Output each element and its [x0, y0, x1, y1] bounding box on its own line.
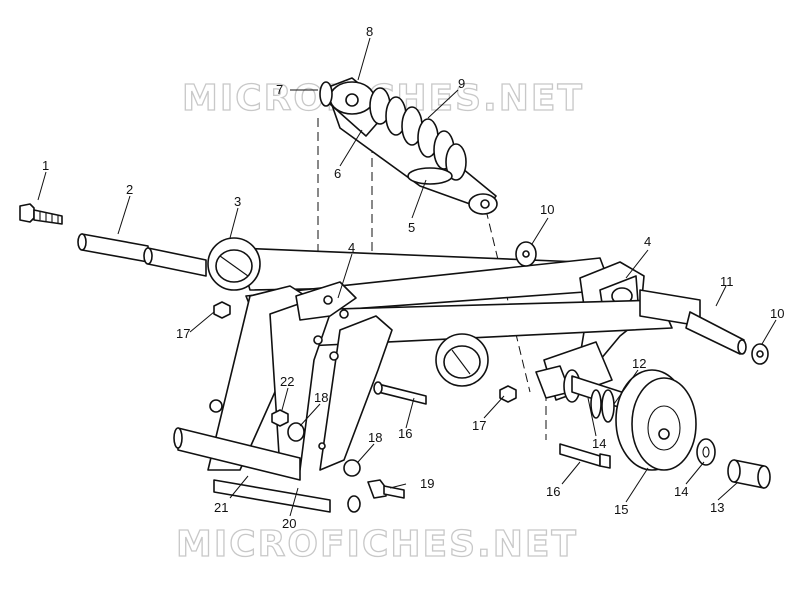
watermark-bottom: MICROFICHES.NET — [176, 524, 578, 565]
callout-19: 19 — [420, 476, 434, 491]
callout-22: 22 — [280, 374, 294, 389]
frame-plates — [173, 281, 393, 513]
front-bolt — [19, 203, 63, 225]
washer-18a — [287, 422, 305, 442]
callout-1: 1 — [42, 158, 49, 173]
callout-18-lower: 18 — [368, 430, 382, 445]
leader-lines — [37, 37, 777, 517]
bolt-16b — [559, 443, 611, 469]
washer-18b — [343, 459, 361, 477]
callout-8: 8 — [366, 24, 373, 39]
callout-16-left: 16 — [398, 426, 412, 441]
bolt-19 — [367, 479, 405, 499]
callout-10-right: 10 — [770, 306, 784, 321]
front-shaft — [77, 233, 207, 277]
rear-shaft — [639, 289, 769, 365]
callout-4-left: 4 — [348, 240, 355, 255]
callout-13: 13 — [710, 500, 724, 515]
washer-top — [515, 241, 537, 267]
callout-9: 9 — [458, 76, 465, 91]
lock-nut-17a — [213, 301, 231, 319]
callout-14-upper: 14 — [592, 436, 606, 451]
callout-16-right: 16 — [546, 484, 560, 499]
lock-nut-17b — [499, 385, 517, 403]
callout-17-left: 17 — [176, 326, 190, 341]
callout-4-right: 4 — [644, 234, 651, 249]
callout-7: 7 — [276, 82, 283, 97]
callout-18-upper: 18 — [314, 390, 328, 405]
idler-wheel — [615, 369, 697, 471]
coil-spring — [369, 87, 467, 185]
callout-11: 11 — [720, 274, 734, 289]
callout-20: 20 — [282, 516, 296, 531]
callout-2: 2 — [126, 182, 133, 197]
callouts: 8 7 9 6 5 1 2 3 10 4 4 11 10 17 12 22 18… — [42, 24, 784, 531]
callout-14-lower: 14 — [674, 484, 688, 499]
callout-5: 5 — [408, 220, 415, 235]
callout-3: 3 — [234, 194, 241, 209]
callout-21: 21 — [214, 500, 228, 515]
callout-6: 6 — [334, 166, 341, 181]
callout-15: 15 — [614, 502, 628, 517]
callout-12: 12 — [632, 356, 646, 371]
callout-10-top: 10 — [540, 202, 554, 217]
bolt-16a — [373, 381, 427, 405]
spacer-13 — [727, 459, 771, 489]
callout-17-right: 17 — [472, 418, 486, 433]
rear-arm — [299, 299, 673, 387]
nut-22 — [271, 409, 289, 427]
washer-14 — [696, 438, 716, 466]
